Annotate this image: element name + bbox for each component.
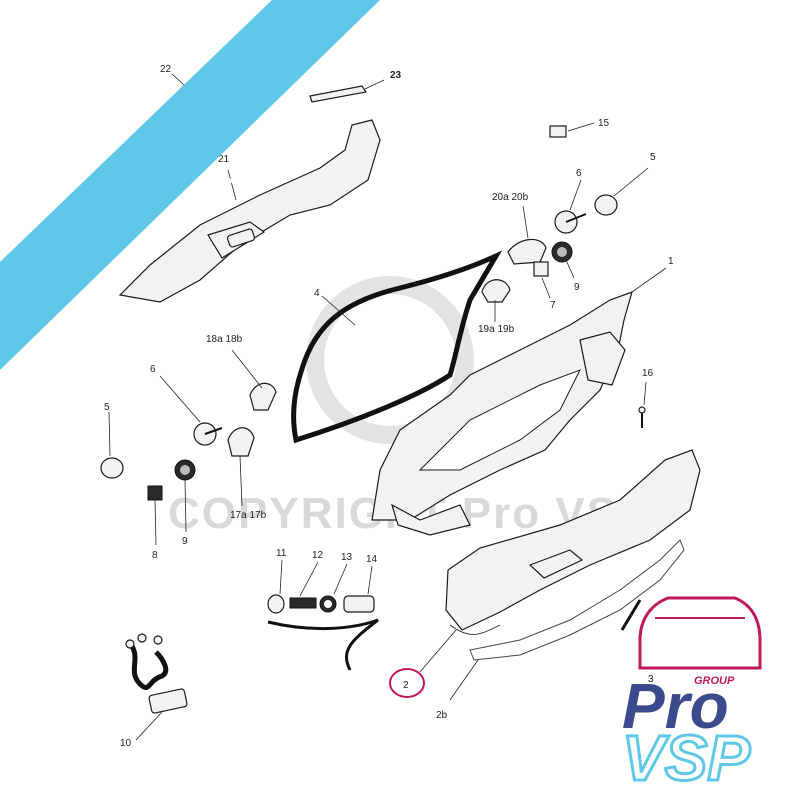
label-19: 19a 19b — [478, 324, 515, 335]
car-outline-icon — [638, 596, 762, 670]
label-20: 20a 20b — [492, 192, 529, 203]
grommet-9-upper — [551, 241, 575, 279]
label-7: 7 — [550, 300, 556, 311]
pivot-6-left — [159, 375, 223, 446]
upper-trim-panel-21 — [118, 119, 381, 303]
callout-labels: 22 23 21 15 6 5 20a 20b 9 7 19a 19b 1 4 … — [104, 64, 674, 749]
label-5-upper: 5 — [650, 152, 656, 163]
bolt-7 — [533, 261, 551, 299]
label-18: 18a 18b — [206, 334, 243, 345]
label-16: 16 — [642, 368, 654, 379]
label-4: 4 — [314, 288, 320, 299]
bolt-8 — [147, 485, 163, 546]
label-9-upper: 9 — [574, 282, 580, 293]
window-seal-4 — [291, 250, 503, 444]
label-23: 23 — [390, 70, 402, 81]
label-21: 21 — [218, 154, 230, 165]
label-14: 14 — [366, 554, 378, 565]
grommet-9-left — [174, 459, 196, 533]
label-8: 8 — [152, 550, 158, 561]
screw-16 — [638, 381, 647, 428]
lock-19 — [481, 279, 511, 322]
label-2b: 2b — [436, 710, 448, 721]
label-3: 3 — [648, 674, 654, 685]
label-13: 13 — [341, 552, 353, 563]
label-6-upper: 6 — [576, 168, 582, 179]
label-5-left: 5 — [104, 402, 110, 413]
label-12: 12 — [312, 550, 324, 561]
label-1: 1 — [668, 256, 674, 267]
logo-pro-text: Pro — [622, 670, 729, 742]
label-11: 11 — [276, 548, 287, 559]
label-2: 2 — [403, 680, 409, 691]
logo-group-text: GROUP — [694, 675, 735, 687]
cap-5-left — [100, 411, 124, 479]
label-17: 17a 17b — [230, 510, 267, 521]
pivot-6-upper — [554, 179, 587, 234]
label-10: 10 — [120, 738, 132, 749]
cap-5-upper — [594, 167, 649, 216]
gasket-2b — [449, 539, 685, 701]
label-15: 15 — [598, 118, 610, 129]
clip-15 — [549, 122, 595, 138]
trim-clip-23 — [309, 79, 385, 103]
rod-3 — [620, 599, 642, 631]
striker-18 — [231, 349, 277, 411]
lower-trim-panel-2 — [445, 449, 701, 635]
brand-logo: GROUP Pro VSP — [621, 596, 762, 796]
highlight-part-2: 2 — [389, 629, 457, 698]
latch-17 — [227, 427, 255, 507]
latch-20 — [507, 205, 547, 265]
label-6-left: 6 — [150, 364, 156, 375]
wiring-harness-10 — [125, 633, 188, 741]
label-22: 22 — [160, 64, 172, 75]
label-9-left: 9 — [182, 536, 188, 547]
fastener-set-11-14 — [267, 559, 379, 671]
logo-vsp-text: VSP — [622, 722, 750, 794]
tailgate-frame-1 — [371, 267, 667, 536]
